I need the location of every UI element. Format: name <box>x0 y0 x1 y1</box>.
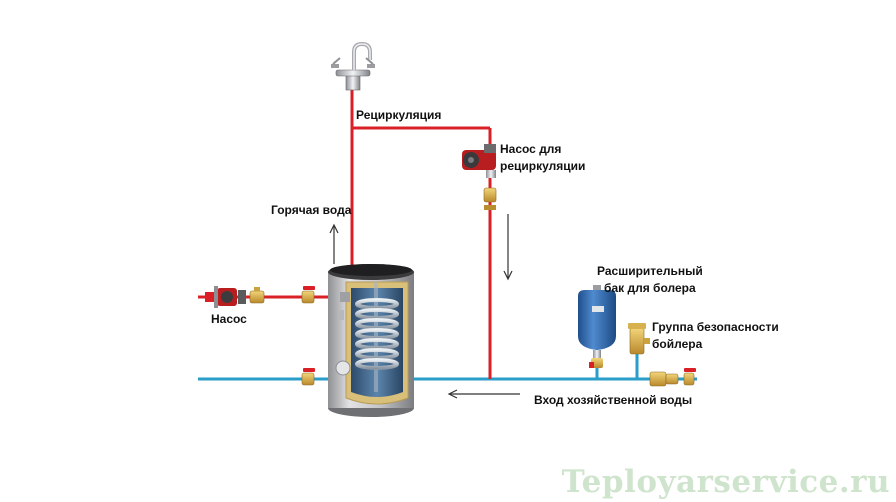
expansion-tank-icon <box>578 285 616 368</box>
pump-icon <box>205 286 246 308</box>
check-valve-icon <box>483 187 497 210</box>
flow-arrow-icon <box>329 223 339 264</box>
valve-icon <box>649 368 696 387</box>
flow-arrow-icon <box>447 389 520 399</box>
watermark: Teployarservice.ru <box>561 464 890 500</box>
label-expansion-tank: Расширительный бак для болера <box>597 264 703 295</box>
coil-icon <box>355 298 399 370</box>
label-recirculation-pump: Насос для рециркуляции <box>500 142 586 173</box>
valve-icon <box>301 286 315 304</box>
boiler-icon <box>328 264 414 417</box>
label-safety-group: Группа безопасности бойлера <box>652 320 779 351</box>
label-hot-water: Горячая вода <box>271 203 352 217</box>
faucet-icon <box>331 41 375 91</box>
safety-group-icon <box>628 323 650 355</box>
valve-icon <box>249 287 265 304</box>
label-pump: Насос <box>211 312 247 326</box>
flow-arrow-icon <box>503 214 513 281</box>
cold-pipes <box>198 340 697 381</box>
valve-icon <box>301 368 315 386</box>
label-inlet: Вход хозяйственной воды <box>534 393 693 407</box>
label-recirculation: Рециркуляция <box>356 108 442 122</box>
recirculation-pump-icon <box>462 144 496 178</box>
